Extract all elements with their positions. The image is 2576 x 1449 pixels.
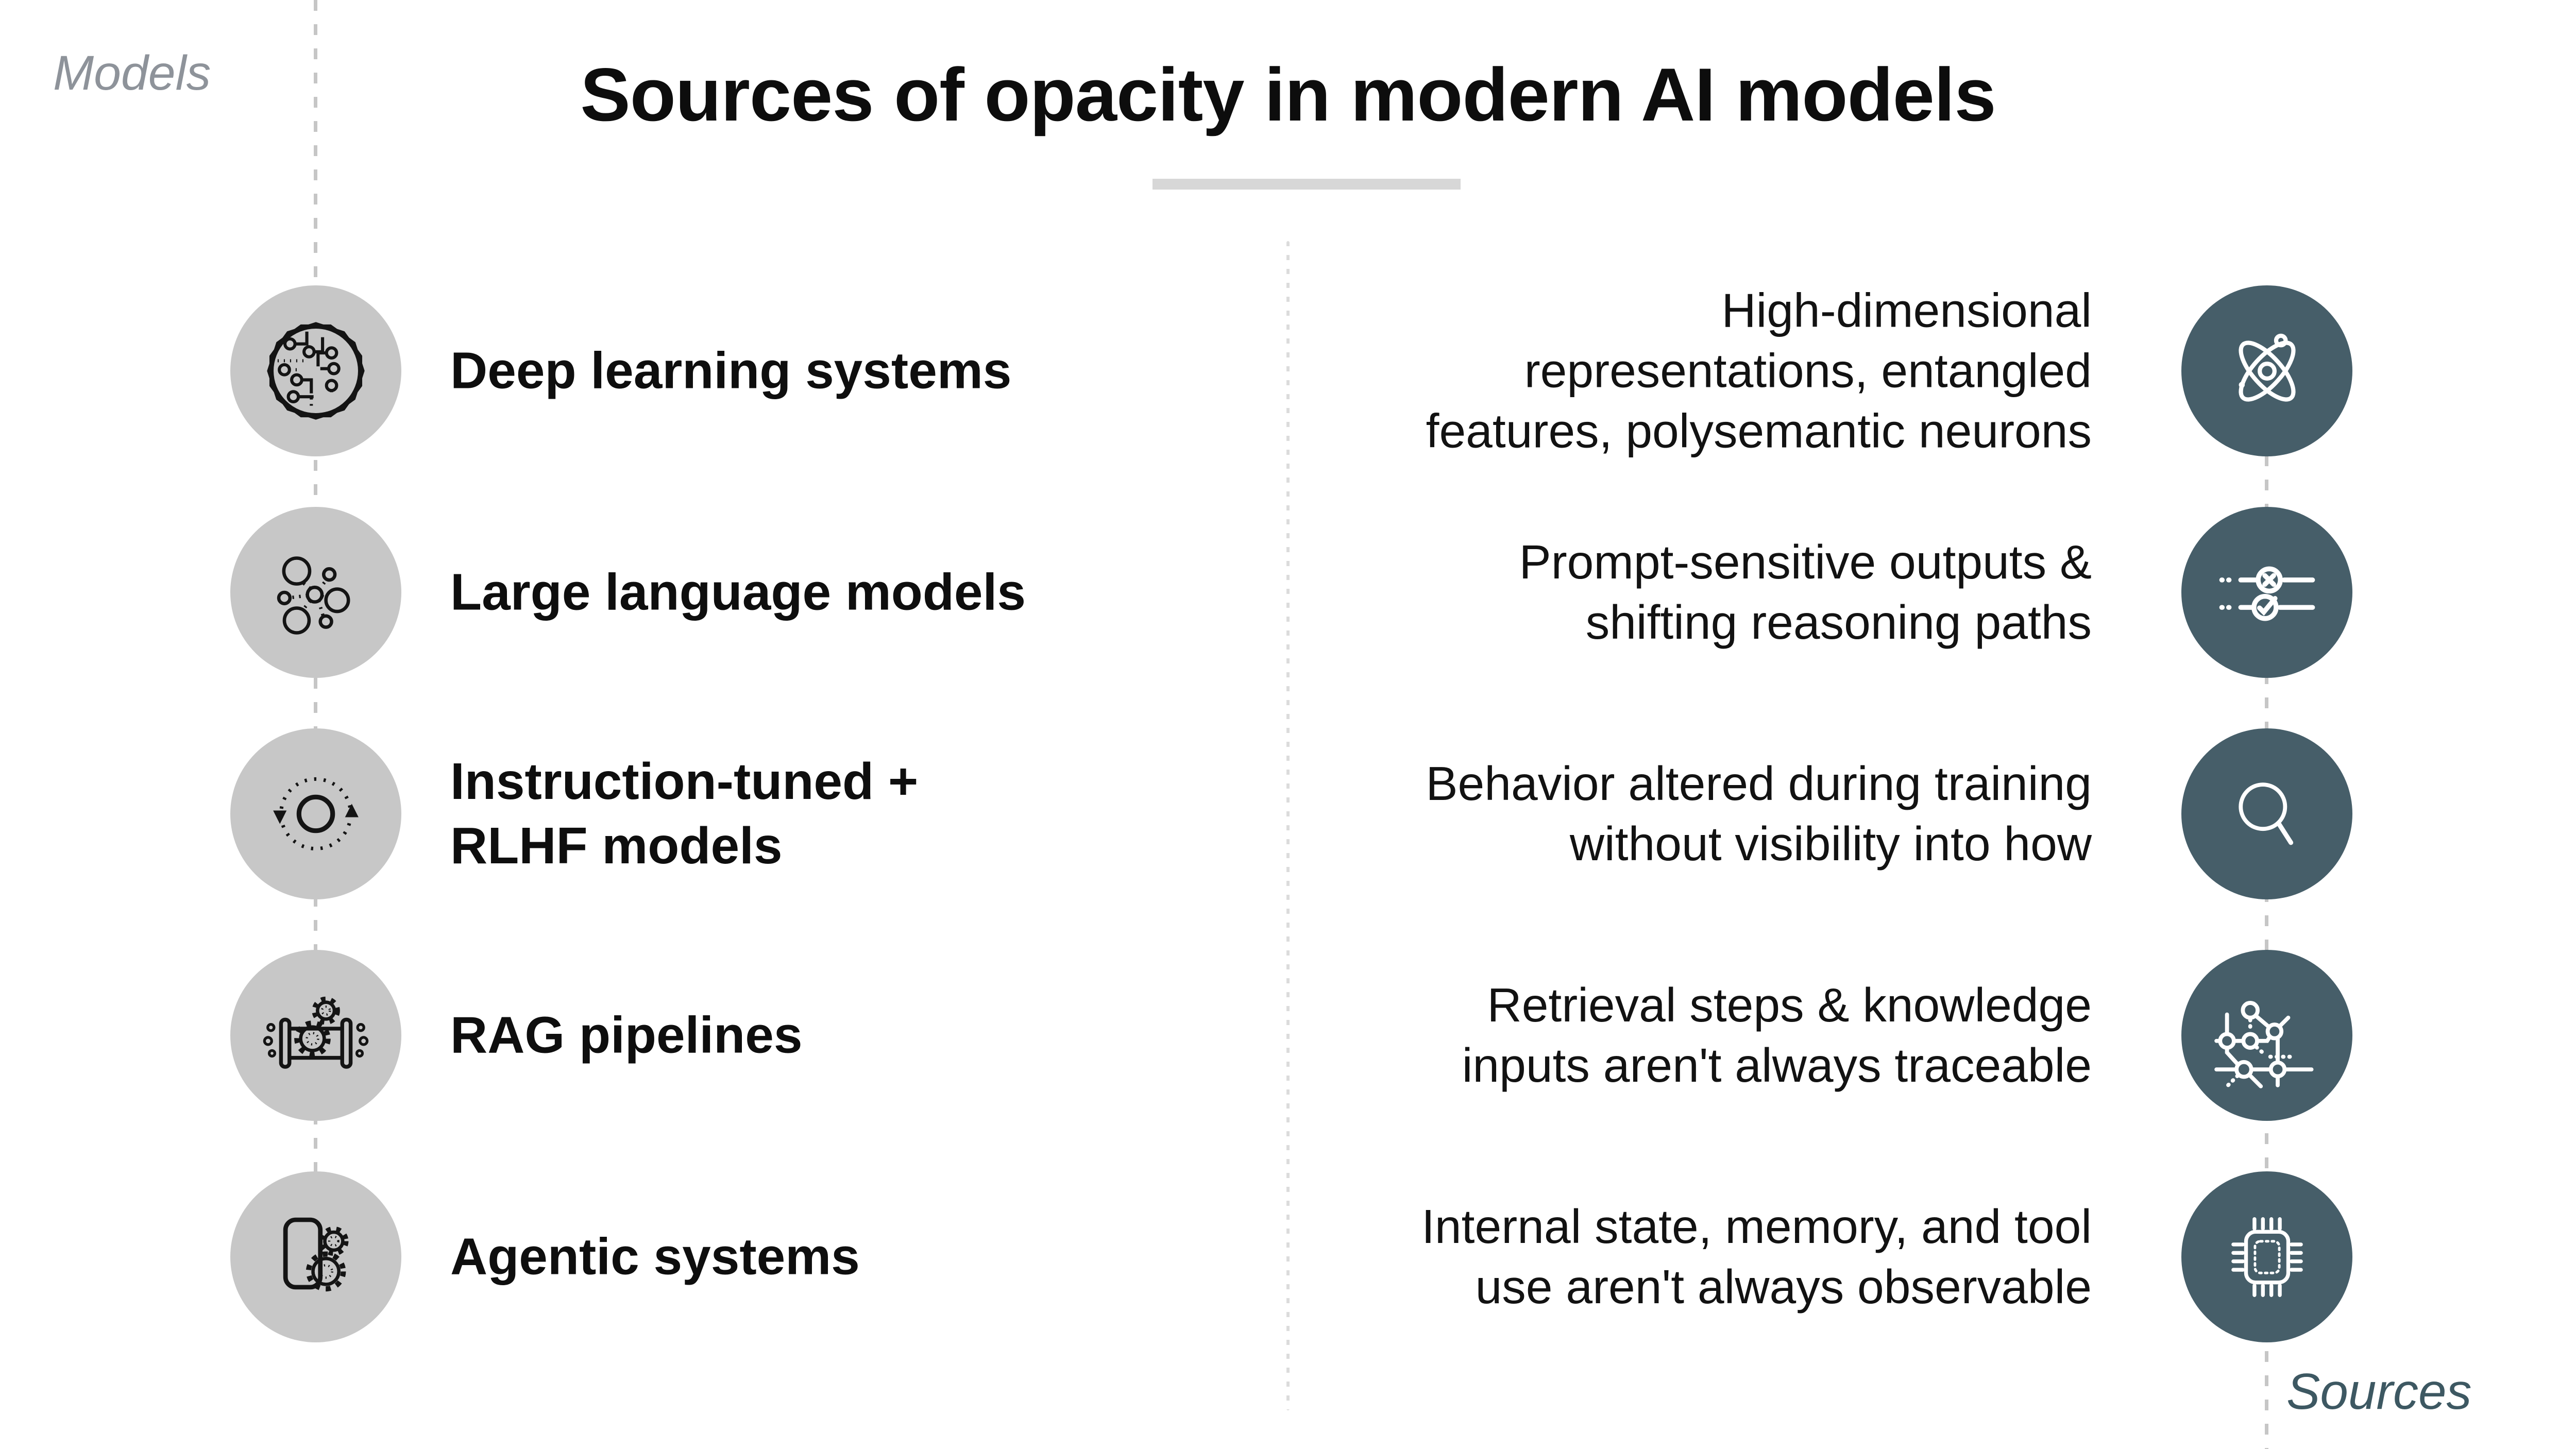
source-desc-line: Prompt-sensitive outputs & (1519, 535, 2092, 589)
model-circle-rag (230, 950, 401, 1121)
magnifier-icon (2238, 782, 2293, 845)
model-label-line: Instruction-tuned + (450, 753, 919, 810)
source-circle-toggles (2181, 507, 2352, 678)
model-label: Deep learning systems (450, 339, 1352, 403)
source-desc-line: Behavior altered during training (1426, 757, 2092, 810)
source-description: Behavior altered during training without… (1309, 754, 2092, 874)
source-circle-chip (2181, 1171, 2352, 1342)
pipeline-gears-icon (263, 996, 369, 1069)
circuit-brain-icon (267, 322, 365, 420)
feedback-loop-icon (273, 777, 359, 851)
source-description: Prompt-sensitive outputs & shifting reas… (1309, 532, 2092, 653)
source-desc-line: Internal state, memory, and tool (1421, 1200, 2092, 1253)
sources-column-label: Sources (2286, 1363, 2472, 1420)
source-description: High-dimensional representations, entang… (1309, 281, 2092, 462)
source-desc-line: use aren't always observable (1475, 1260, 2092, 1314)
source-circle-magnifier (2181, 728, 2352, 899)
title-underline (1153, 179, 1461, 190)
model-label: Large language models (450, 560, 1352, 625)
model-circle-rlhf (230, 728, 401, 899)
source-description: Retrieval steps & knowledge inputs aren'… (1309, 975, 2092, 1096)
node-network-icon (277, 556, 350, 635)
source-circle-atom (2181, 285, 2352, 456)
route-graph-icon (2214, 1000, 2313, 1088)
page-title: Sources of opacity in modern AI models (580, 53, 1996, 137)
center-divider-line (1286, 241, 1290, 1410)
model-circle-deep-learning (230, 285, 401, 456)
model-label: RAG pipelines (450, 1003, 1352, 1068)
model-label-line: Large language models (450, 563, 1026, 621)
toggle-settings-icon (2219, 566, 2315, 621)
source-circle-route (2181, 950, 2352, 1121)
models-column-label: Models (53, 46, 211, 100)
model-label-line: RLHF models (450, 817, 783, 875)
model-label: Agentic systems (450, 1225, 1352, 1289)
source-description: Internal state, memory, and tool use are… (1309, 1197, 2092, 1317)
source-desc-line: shifting reasoning paths (1585, 595, 2092, 649)
source-desc-line: features, polysemantic neurons (1426, 404, 2092, 458)
source-desc-line: representations, entangled (1524, 344, 2092, 398)
atom-icon (2238, 333, 2296, 402)
model-label: Instruction-tuned + RLHF models (450, 749, 1352, 878)
model-label-line: RAG pipelines (450, 1006, 803, 1064)
model-label-line: Deep learning systems (450, 342, 1012, 400)
model-circle-agentic (230, 1171, 401, 1342)
source-desc-line: without visibility into how (1569, 817, 2092, 871)
source-desc-line: High-dimensional (1721, 283, 2092, 337)
source-desc-line: inputs aren't always traceable (1462, 1038, 2092, 1092)
agent-gears-icon (283, 1217, 349, 1292)
model-label-line: Agentic systems (450, 1228, 860, 1286)
model-circle-llm (230, 507, 401, 678)
chip-icon (2231, 1217, 2303, 1297)
source-desc-line: Retrieval steps & knowledge (1487, 978, 2092, 1032)
